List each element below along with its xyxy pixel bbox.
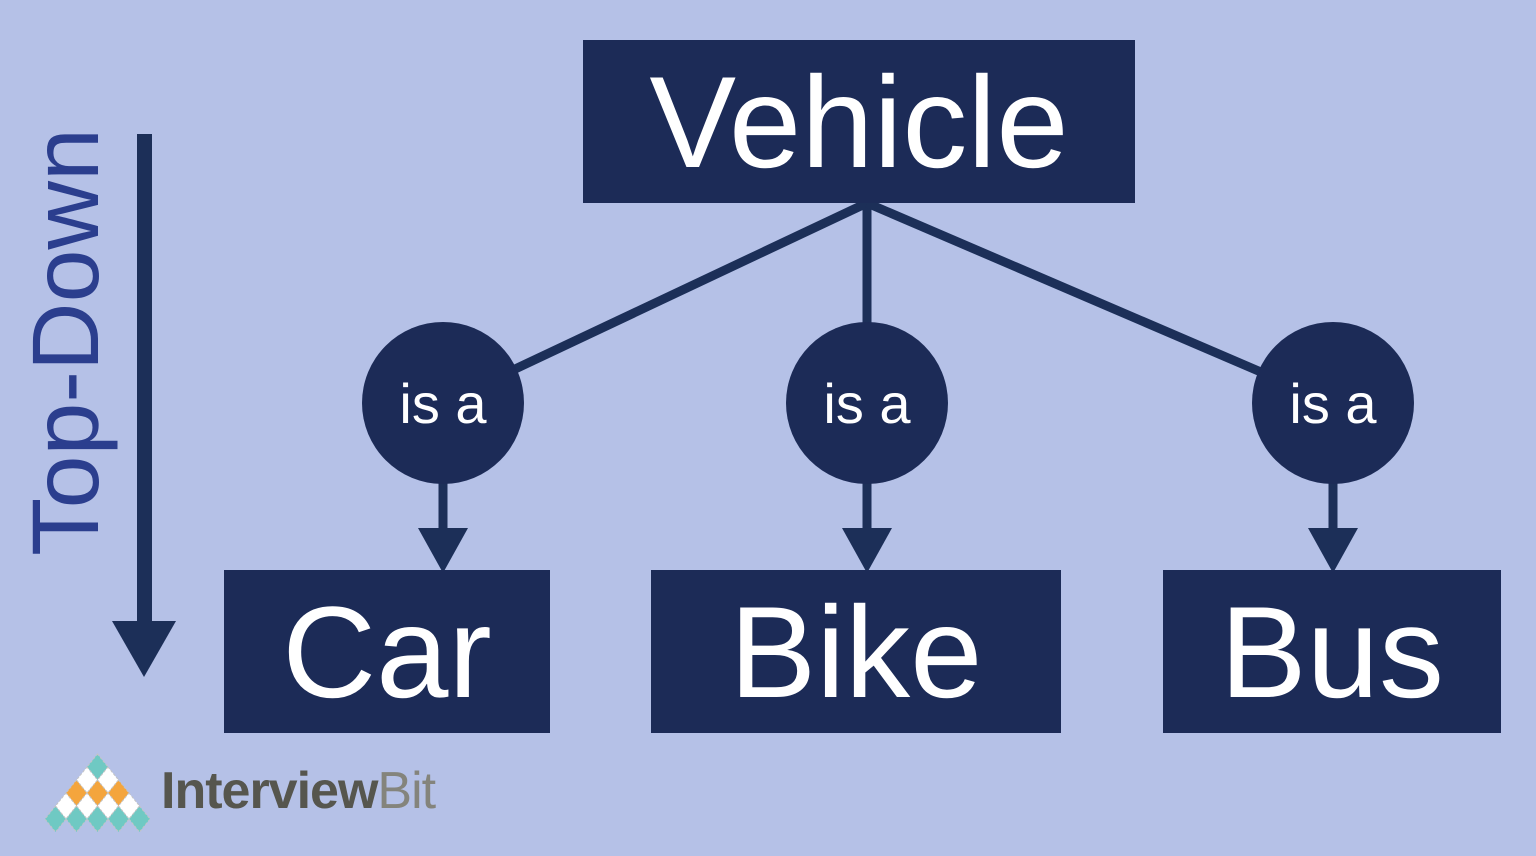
arrowhead-bus-icon [1308,528,1358,573]
interviewbit-wordmark: InterviewBit [161,761,436,827]
relation-circle-bike: is a [786,322,948,484]
down-arrow-icon [112,134,176,677]
brand-text-interview: Interview [161,762,378,820]
node-bus: Bus [1163,570,1501,733]
interviewbit-logo: InterviewBit [44,753,436,835]
node-vehicle: Vehicle [583,40,1135,203]
node-bike: Bike [651,570,1061,733]
diamond-pyramid-icon [44,753,151,833]
top-down-label: Top-Down [12,128,119,556]
arrowhead-car-icon [418,528,468,573]
relation-circle-bus: is a [1252,322,1414,484]
brand-text-bit: Bit [377,762,436,820]
relation-circle-car: is a [362,322,524,484]
arrowhead-bike-icon [842,528,892,573]
node-car: Car [224,570,550,733]
relation-arrows [418,480,1358,573]
